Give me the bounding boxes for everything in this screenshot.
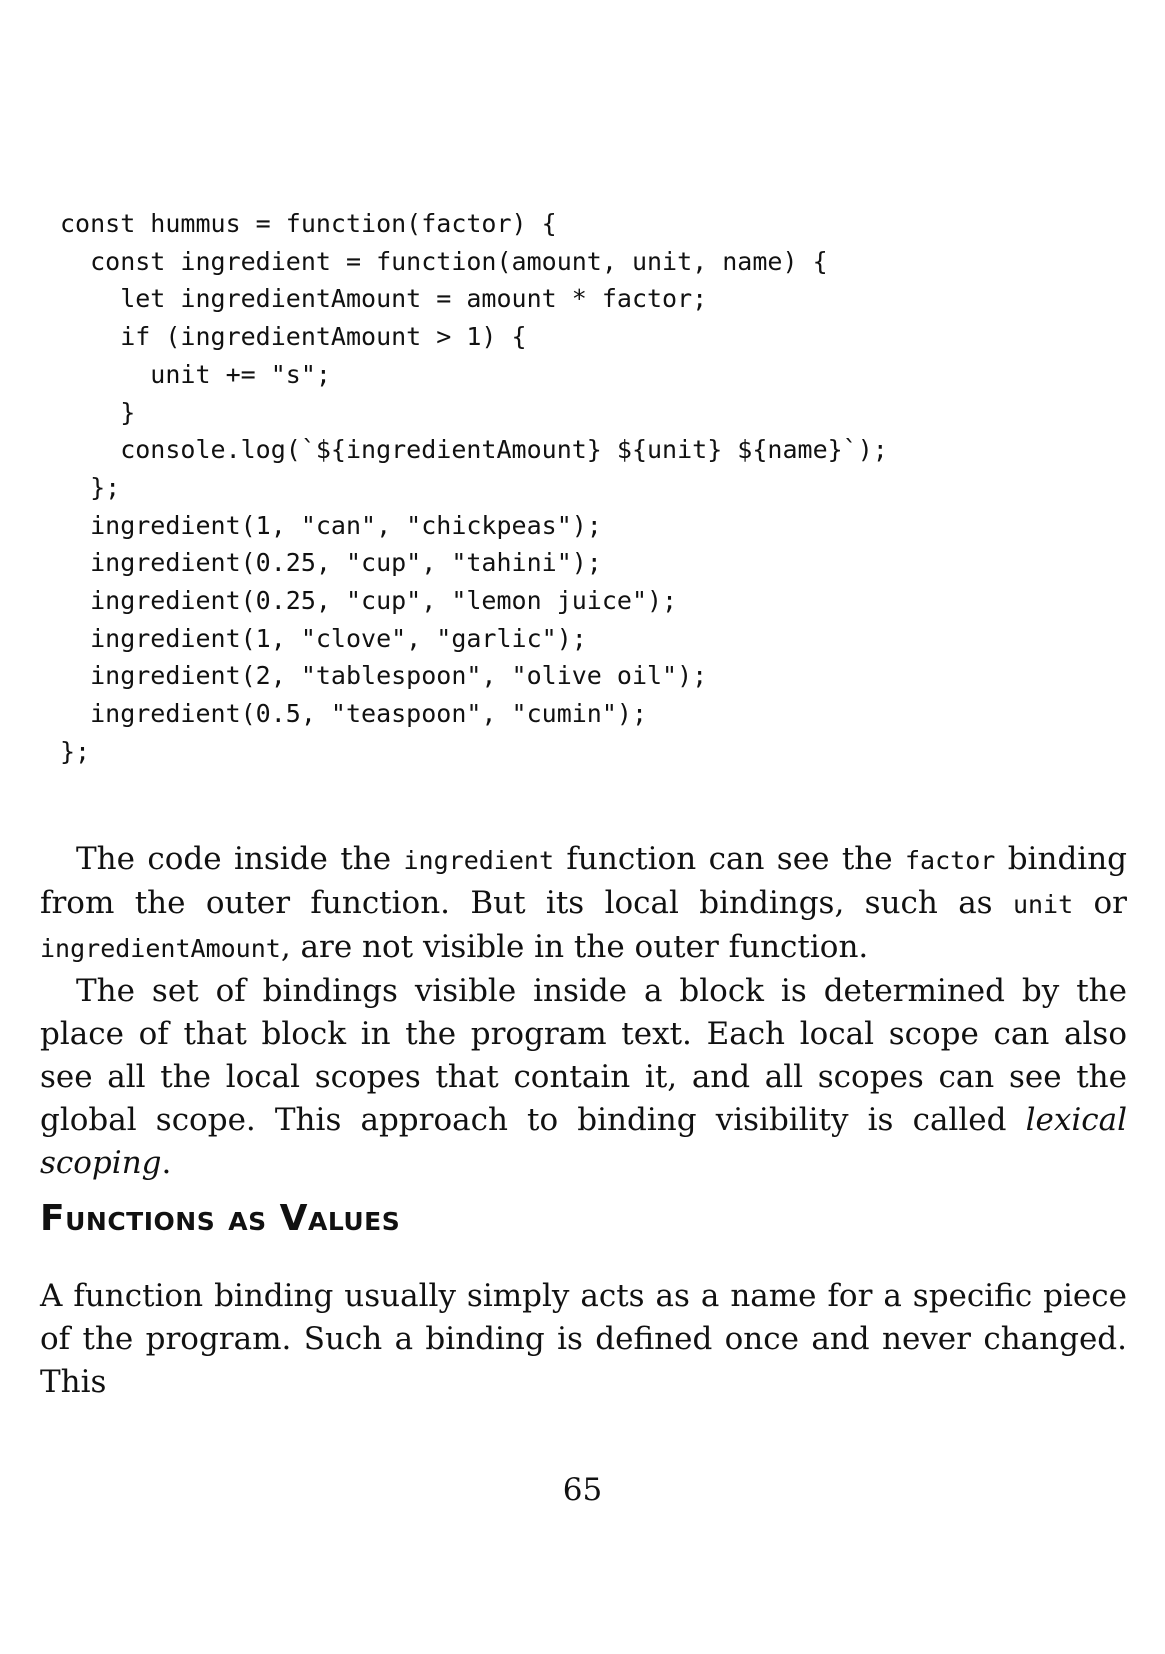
code-line: let ingredientAmount = amount * factor; <box>60 284 708 314</box>
code-line: ingredient(0.25, "cup", "tahini"); <box>60 548 602 578</box>
code-line: } <box>60 397 136 427</box>
paragraph-factor-binding: The code inside the ingredient function … <box>40 841 1128 965</box>
code-line: }; <box>60 472 121 502</box>
inline-code-factor: factor <box>905 846 996 875</box>
code-line: ingredient(1, "can", "chickpeas"); <box>60 510 602 540</box>
code-line: ingredient(0.25, "cup", "lemon juice"); <box>60 586 678 616</box>
inline-code-ingredientamount: ingredientAmount <box>40 934 281 963</box>
inline-code-ingredient: ingredient <box>403 846 555 875</box>
body-text-lower: A function binding usually simply acts a… <box>40 1275 1127 1404</box>
paragraph-function-binding: A function binding usually simply acts a… <box>40 1278 1127 1400</box>
section-heading: Functions as Values <box>40 1198 401 1239</box>
emphasis-lexical-scoping: lexical scoping <box>40 1102 1127 1181</box>
code-line: ingredient(0.5, "teaspoon", "cumin"); <box>60 699 647 729</box>
code-line: const hummus = function(factor) { <box>60 209 557 238</box>
code-line: const ingredient = function(amount, unit… <box>60 246 828 276</box>
code-line: ingredient(1, "clove", "garlic"); <box>60 623 587 653</box>
body-text-upper: The code inside the ingredient function … <box>40 838 1127 1185</box>
code-line: if (ingredientAmount > 1) { <box>60 322 527 352</box>
code-line: console.log(`${ingredientAmount} ${unit}… <box>60 435 888 465</box>
code-line: ingredient(2, "tablespoon", "olive oil")… <box>60 661 708 691</box>
code-line: }; <box>60 736 91 766</box>
code-line: unit += "s"; <box>60 359 331 389</box>
page-number: 65 <box>562 1472 603 1508</box>
code-block: const hummus = function(factor) { const … <box>60 205 888 771</box>
inline-code-unit: unit <box>1012 890 1074 919</box>
paragraph-lexical-scoping: The set of bindings visible inside a blo… <box>40 973 1127 1181</box>
